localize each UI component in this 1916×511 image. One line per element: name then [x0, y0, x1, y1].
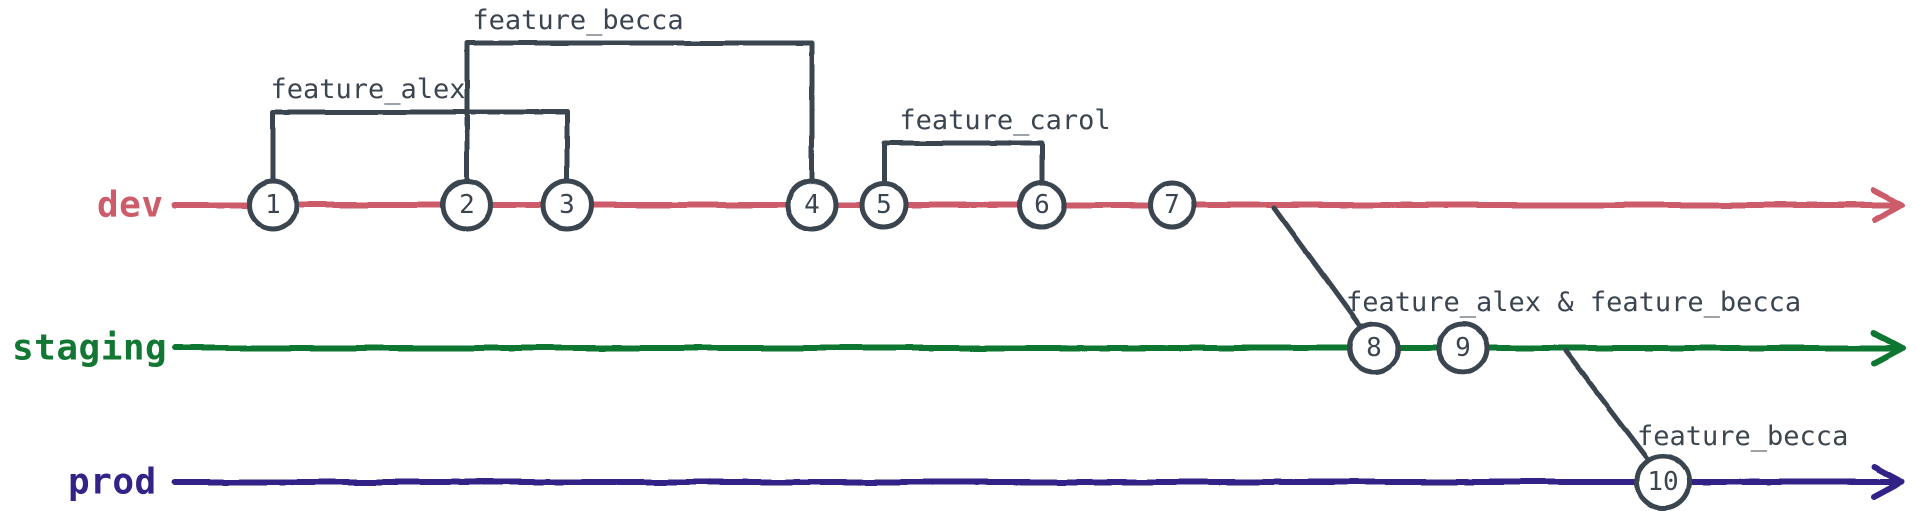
commit-node-3[interactable] — [540, 178, 594, 232]
commit-node-10[interactable] — [1634, 453, 1692, 511]
branch-arrowhead-prod — [1871, 464, 1905, 500]
branch-label-prod: prod — [68, 461, 157, 503]
feature-branch-label-feature_becca: feature_becca — [472, 5, 684, 36]
commit-node-2[interactable] — [440, 178, 494, 232]
feature-bracket-feature_carol — [881, 140, 1045, 186]
feature-branch-label-feature_carol: feature_carol — [899, 105, 1111, 136]
feature-bracket-feature_becca — [464, 40, 815, 184]
deploy-link-line-1 — [1563, 348, 1654, 466]
branch-arrowhead-staging — [1871, 330, 1905, 366]
deploy-link-label-0: feature_alex & feature_becca — [1346, 287, 1802, 318]
branch-label-dev: dev — [97, 184, 164, 226]
deploy-link-line-0 — [1271, 205, 1366, 333]
branch-arrowhead-dev — [1871, 187, 1905, 223]
commit-node-4[interactable] — [785, 178, 839, 232]
commit-node-7[interactable] — [1147, 180, 1197, 230]
deploy-links-group — [1271, 205, 1654, 466]
commit-nodes-group — [246, 178, 1692, 511]
deploy-link-label-1: feature_becca — [1637, 421, 1849, 452]
feature-branch-label-feature_alex: feature_alex — [270, 74, 466, 105]
commit-node-6[interactable] — [1017, 180, 1067, 230]
feature-brackets-group — [270, 40, 1045, 186]
commit-node-5[interactable] — [859, 180, 909, 230]
commit-node-1[interactable] — [246, 178, 300, 232]
commit-node-9[interactable] — [1436, 321, 1490, 375]
commit-node-8[interactable] — [1347, 321, 1401, 375]
branch-label-staging: staging — [12, 327, 168, 369]
feature-bracket-feature_alex — [270, 109, 570, 184]
